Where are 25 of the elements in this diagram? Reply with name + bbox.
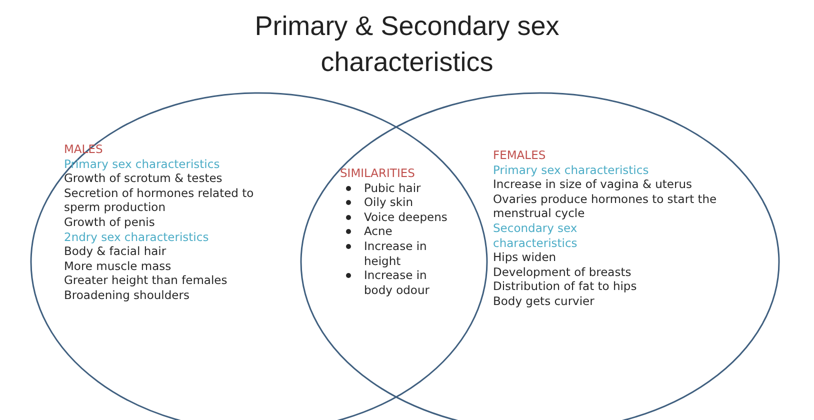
characteristic-text: Body gets curvier	[493, 294, 596, 309]
characteristic-text: Growth of penis	[64, 214, 156, 230]
title: Primary & Secondary sex characteristics	[254, 10, 560, 79]
bullet-item: Acne	[364, 224, 394, 239]
group-heading: SIMILARITIES	[340, 166, 416, 181]
characteristic-text: Broadening shoulders	[64, 288, 190, 303]
characteristic-text: Ovaries produce hormones to start the menstrual cycle	[493, 192, 718, 221]
bullet-item: Oily skin	[364, 195, 414, 210]
characteristic-text: Growth of scrotum & testes	[64, 171, 224, 186]
characteristic-text: Hips widen	[493, 250, 558, 265]
characteristic-text: Secretion of hormones related to sperm production	[64, 186, 254, 215]
group-heading: FEMALES	[493, 148, 547, 163]
characteristic-text: Body & facial hair	[64, 244, 168, 259]
characteristic-text: Distribution of fat to hips	[493, 279, 638, 294]
subheading: Primary sex characteristics	[493, 162, 650, 178]
bullet-item: Pubic hair	[364, 180, 422, 196]
characteristic-text: Development of breasts	[493, 264, 632, 280]
subheading: 2ndry sex characteristics	[64, 230, 210, 244]
characteristic-text: More muscle mass	[64, 258, 172, 274]
bullet-item: Increase in height	[364, 238, 428, 268]
bullet-item: Voice deepens	[364, 210, 448, 224]
subheading: Secondary sex characteristics	[493, 220, 578, 250]
characteristic-text: Increase in size of vagina & uterus	[493, 177, 693, 192]
characteristic-text: Greater height than females	[64, 273, 228, 288]
bullet-item: Increase in body odour	[364, 268, 430, 298]
